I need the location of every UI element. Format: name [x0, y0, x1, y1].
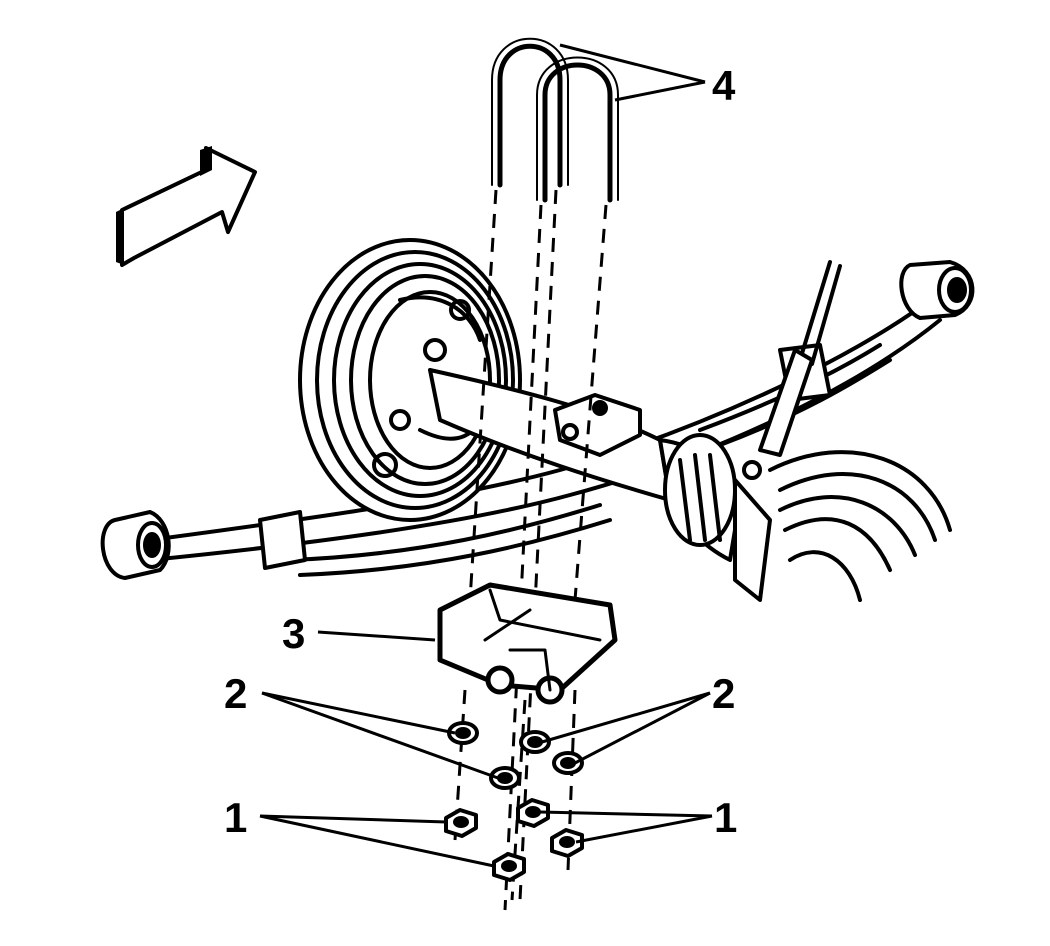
front-spring-eye: [100, 510, 171, 580]
u-bolt-left: [491, 37, 569, 188]
upper-spring-seat: [553, 393, 642, 457]
u-bolt-plate: [437, 582, 618, 705]
axle-housing: [428, 368, 742, 562]
nuts: [444, 798, 584, 882]
callout-2-right: 2: [712, 670, 735, 717]
u-bolt-right: [536, 56, 619, 203]
rear-tire: [768, 450, 952, 602]
callout-4: 4: [712, 62, 736, 109]
callout-1-right: 1: [714, 794, 737, 841]
callout-3: 3: [282, 610, 305, 657]
shock-absorber: [733, 260, 842, 602]
callout-1-left: 1: [224, 794, 247, 841]
leader-lines: [259, 43, 713, 868]
brake-drum: [298, 238, 522, 522]
forward-arrow-icon: [116, 146, 257, 267]
rear-spring-eye: [899, 260, 975, 320]
washers: [447, 721, 584, 790]
callout-2-left: 2: [224, 670, 247, 717]
